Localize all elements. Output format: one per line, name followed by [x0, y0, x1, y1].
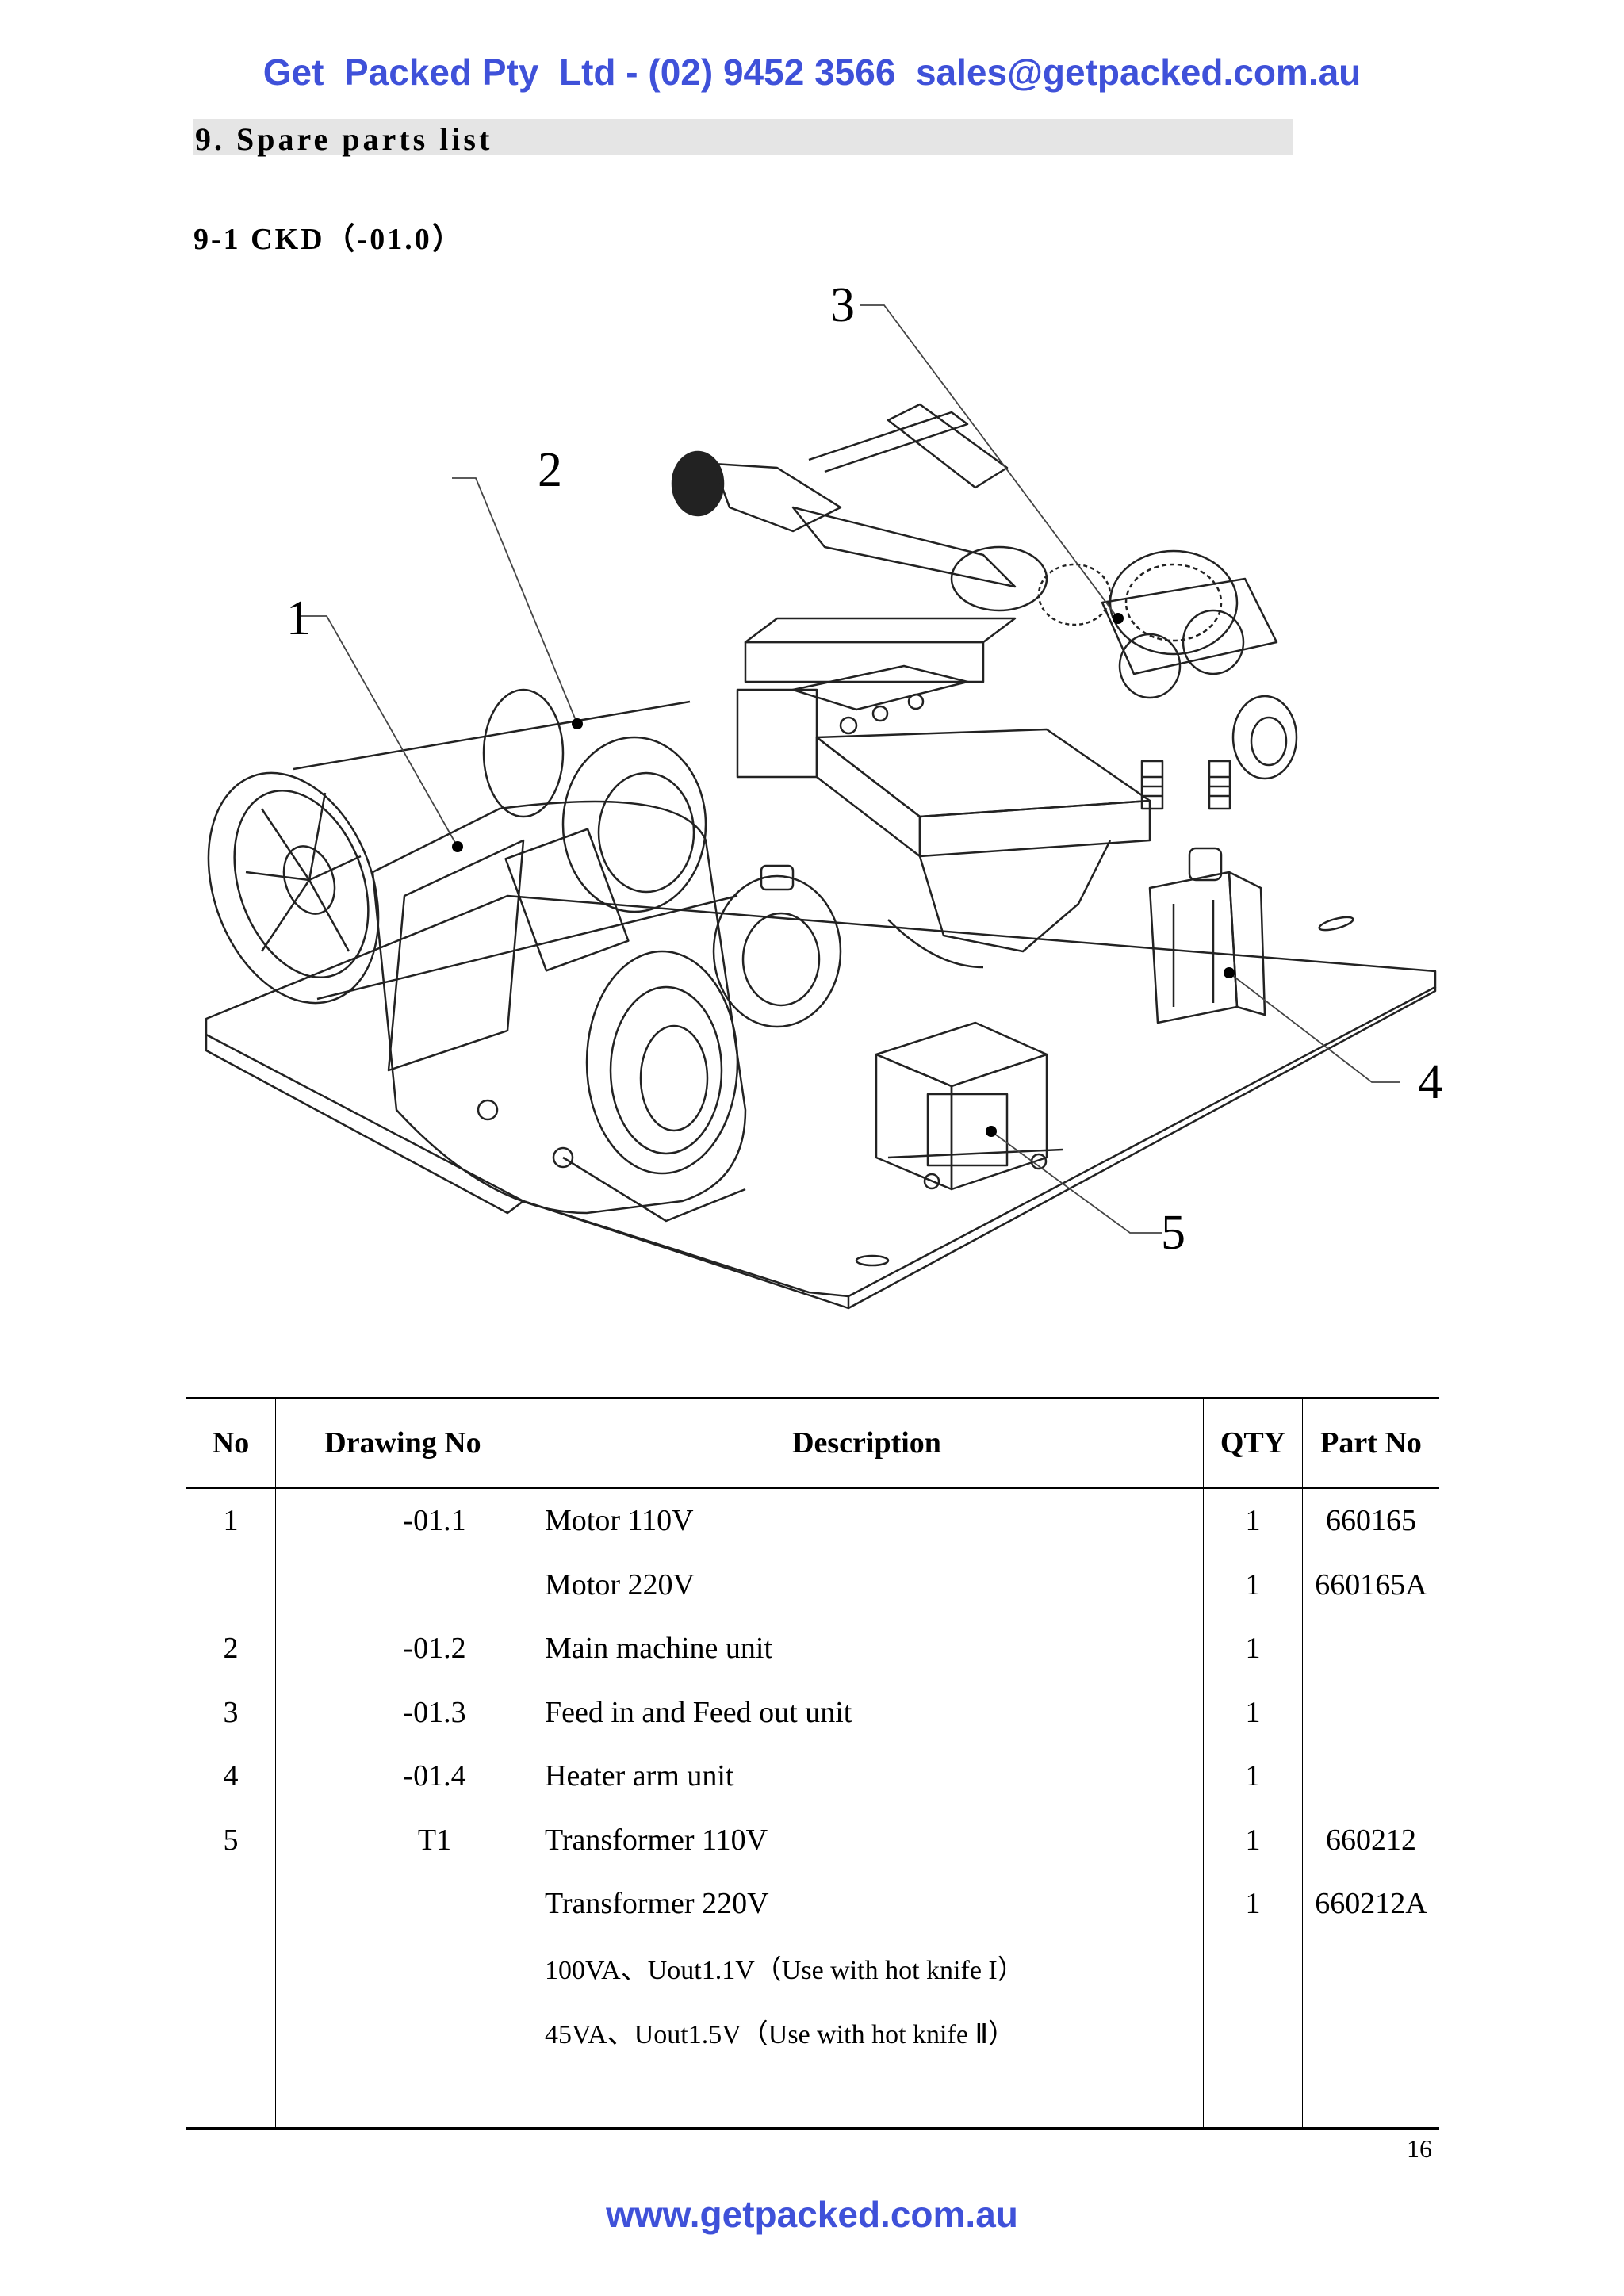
- section-heading: 9. Spare parts list: [193, 119, 1293, 157]
- header-drawing-no: Drawing No: [275, 1397, 530, 1489]
- header-description: Description: [530, 1397, 1204, 1489]
- table-row: 1 -01.1 Motor 110V 1 660165: [186, 1487, 1439, 1553]
- cell-part-no: [1303, 1744, 1440, 1808]
- cell-qty: 1: [1203, 1552, 1303, 1617]
- cell-qty: 1: [1203, 1487, 1303, 1553]
- table-row: 3 -01.3 Feed in and Feed out unit 1: [186, 1680, 1440, 1745]
- table-row: 5 T1 Transformer 110V 1 660212: [186, 1808, 1439, 1872]
- section-title: 9. Spare parts list: [195, 121, 493, 157]
- cell-part-no: [1303, 1681, 1440, 1745]
- footer-url[interactable]: www.getpacked.com.au: [606, 2194, 1018, 2235]
- cell-part-no: 660165A: [1315, 1567, 1427, 1601]
- cell-drawing-no: -01.3: [275, 1680, 530, 1744]
- cell-drawing-no: [275, 1935, 530, 1999]
- table-row: 4 -01.4 Heater arm unit 1: [186, 1744, 1439, 1808]
- page-number: 16: [1407, 2134, 1432, 2163]
- cell-no: [186, 1552, 276, 1617]
- cell-description: Motor 220V: [530, 1552, 1204, 1617]
- sub-heading: 9-1 CKD（-01.0）: [193, 223, 465, 256]
- cell-qty: [1203, 1935, 1303, 1999]
- table-row: [186, 2063, 1439, 2130]
- cell-part-no: [1302, 2063, 1439, 2130]
- cell-no: [186, 1999, 276, 2064]
- cell-description: Feed in and Feed out unit: [530, 1680, 1204, 1744]
- header-no: No: [186, 1397, 276, 1489]
- table-row: Motor 220V 1 660165A: [186, 1552, 1439, 1617]
- cell-drawing-no: T1: [275, 1808, 530, 1872]
- cell-qty: 1: [1203, 1680, 1303, 1744]
- cell-drawing-no: -01.4: [275, 1744, 530, 1808]
- pulley: [482, 688, 842, 1028]
- cell-qty: 1: [1203, 1744, 1303, 1808]
- transformer: [875, 1021, 1063, 1191]
- cell-drawing-no: [275, 1872, 530, 1936]
- cell-description: Heater arm unit: [530, 1744, 1204, 1808]
- cell-description: Motor 110V: [530, 1487, 1204, 1553]
- cell-part-no: [1303, 1617, 1440, 1681]
- callout-5: 5: [1161, 1206, 1185, 1260]
- cell-qty: [1203, 1999, 1303, 2064]
- callout-4: 4: [1418, 1055, 1442, 1109]
- cell-drawing-no: -01.1: [275, 1487, 530, 1553]
- feed-shaft: [671, 403, 1048, 612]
- cell-qty: [1203, 2063, 1303, 2130]
- cell-description-note: 100VA、Uout1.1V（Use with hot knife I）: [530, 1935, 1204, 1999]
- fan-wheel: [207, 771, 380, 1004]
- cell-no: 4: [186, 1744, 276, 1808]
- table-row: 100VA、Uout1.1V（Use with hot knife I）: [186, 1935, 1440, 2000]
- cell-drawing-no: [275, 1999, 530, 2064]
- cell-description: Main machine unit: [530, 1617, 1204, 1681]
- cell-drawing-no: [275, 2063, 530, 2130]
- cell-drawing-no: [275, 1552, 530, 1617]
- table-row: Transformer 220V 1 660212A: [186, 1872, 1439, 1936]
- table-row: 45VA、Uout1.5V（Use with hot knife Ⅱ）: [186, 1999, 1439, 2064]
- header-part-no: Part No: [1302, 1397, 1439, 1489]
- main-unit: [736, 617, 1151, 969]
- header-qty: QTY: [1203, 1397, 1303, 1489]
- cell-no: [186, 1935, 276, 1999]
- cell-no: [186, 2063, 276, 2130]
- cell-description: [530, 2063, 1204, 2130]
- cell-qty: 1: [1203, 1617, 1303, 1681]
- cell-part-no: [1303, 1999, 1440, 2064]
- cell-drawing-no: -01.2: [275, 1617, 530, 1681]
- cell-part-no: [1303, 1936, 1440, 2000]
- base-plate: [205, 894, 1437, 1298]
- cell-description-note: 45VA、Uout1.5V（Use with hot knife Ⅱ）: [530, 1999, 1204, 2064]
- cell-part-no: 660212A: [1315, 1887, 1427, 1921]
- motor-body: [371, 800, 747, 1223]
- parts-table: No Drawing No Description QTY Part No 1 …: [186, 1397, 1439, 2130]
- machine-drawing: [205, 304, 1437, 1310]
- table-row: 2 -01.2 Main machine unit 1: [186, 1617, 1439, 1681]
- cell-part-no: 660165: [1326, 1504, 1416, 1538]
- cell-no: 3: [186, 1680, 276, 1744]
- heater-arm: [1148, 847, 1266, 1024]
- cell-no: [186, 1872, 276, 1936]
- callout-2: 2: [538, 443, 562, 497]
- cell-no: 2: [186, 1617, 276, 1681]
- cell-no: 5: [186, 1808, 276, 1872]
- callout-1: 1: [286, 591, 311, 645]
- callout-3: 3: [830, 278, 855, 332]
- gear-unit: [1037, 549, 1298, 810]
- cell-description: Transformer 220V: [530, 1872, 1204, 1936]
- cell-description: Transformer 110V: [530, 1808, 1204, 1872]
- header-banner: Get Packed Pty Ltd - (02) 9452 3566 sale…: [262, 52, 1362, 93]
- cell-part-no: 660212: [1326, 1823, 1416, 1857]
- cell-qty: 1: [1203, 1872, 1303, 1936]
- cell-no: 1: [186, 1487, 276, 1553]
- cell-qty: 1: [1203, 1808, 1303, 1872]
- table-header-row: No Drawing No Description QTY Part No: [186, 1397, 1439, 1489]
